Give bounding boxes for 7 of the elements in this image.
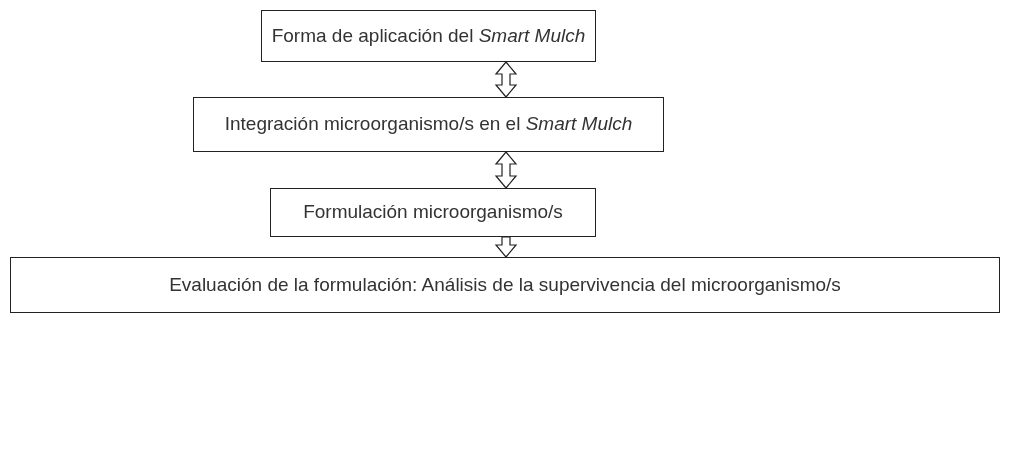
process-box: Formulación microorganismo/s xyxy=(270,188,596,237)
process-box: Forma de aplicación del Smart Mulch xyxy=(261,10,596,62)
double-block-arrow xyxy=(494,61,518,98)
double-block-arrow xyxy=(494,151,518,189)
double-block-arrow xyxy=(494,236,518,258)
process-box: Integración microorganismo/s en el Smart Mulch xyxy=(193,97,664,152)
process-box: Evaluación de la formulación: Análisis de la supervivencia del microorganismo/s xyxy=(10,257,1000,313)
